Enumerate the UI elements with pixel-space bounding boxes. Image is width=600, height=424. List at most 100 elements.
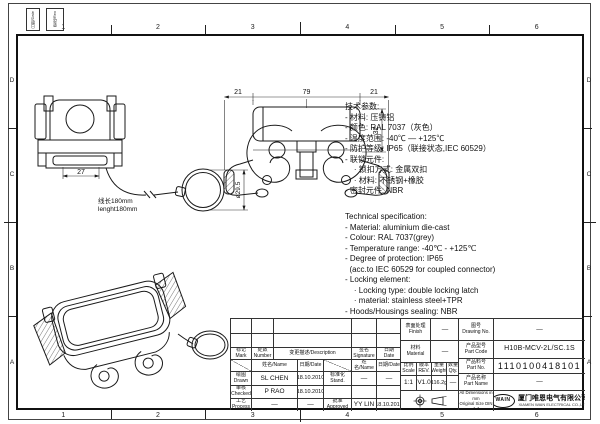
dim-text-79: 79 — [303, 89, 311, 96]
dimensions-note: All Dimensions in mm Original Size DIN A… — [459, 390, 493, 411]
part-no-label: 产品料号 Part No. — [459, 358, 493, 373]
zone-tick — [205, 410, 206, 419]
stand-empty — [323, 385, 351, 398]
zone-number: 5 — [440, 412, 444, 419]
subheader-name-left: 姓名/Name — [251, 359, 297, 371]
spec-lines-en: - Material: aluminium die-cast- Colour: … — [345, 223, 577, 318]
spec-title-en: Technical specification: — [345, 212, 427, 221]
company-cell: WAIN 厦门唯恩电气有限公司 XIAMEN WAIN ELECTRICAL C… — [493, 390, 585, 411]
rev-empty-cell — [251, 319, 273, 333]
spec-line: (acc.to IEC 60529 for coupled connector) — [345, 264, 496, 274]
part-no-value: 1110100418101 — [493, 358, 585, 373]
zone-number: 4 — [345, 24, 350, 31]
scale-label: 比例 Scale — [401, 362, 416, 374]
dim-text-21-left: 21 — [234, 89, 242, 96]
subheader-date-left: 日期/Date — [297, 359, 323, 371]
title-block-part-section: 图号 Drawing No. — 产品型号 Part Code H10B-MCV… — [458, 318, 585, 411]
rev-label: 版本 REV. — [416, 362, 431, 375]
material-value: — — [430, 340, 459, 362]
center-mark-right — [584, 222, 596, 223]
dim-32 — [362, 108, 386, 153]
zone-tick — [205, 25, 206, 34]
stand-empty — [351, 385, 376, 398]
title-block-revision-section: 标记 Mark 处数 Number 变更描述/Description 签名 Si… — [230, 318, 401, 411]
company-name-en: XIAMEN WAIN ELECTRICAL CO.,LTD — [518, 401, 586, 407]
zone-number: 3 — [250, 412, 255, 419]
corner-revision-box-date: 日期/Date — [26, 8, 40, 31]
zone-tick — [489, 25, 490, 34]
zone-letter: A — [9, 358, 15, 366]
rev-empty-cell — [231, 319, 251, 333]
zone-tick — [395, 25, 396, 34]
dim-21-79-21 — [224, 93, 389, 170]
drawing-no-label: 图号 Drawing No. — [462, 322, 490, 335]
rev-empty-cell — [251, 333, 273, 347]
stand-date: — — [376, 371, 401, 385]
approved-label: 批准 Approved — [323, 398, 351, 411]
spec-line: · material: stainless steel+TPR — [345, 296, 463, 305]
spec-lines-cn: - 材料: 压铸铝- 颜色: RAL 7037（灰色）- 温度范围: -40℃ … — [345, 113, 577, 197]
spec-line: - Degree of protection: IP65 — [345, 254, 444, 263]
finish-label: 表面处理 Finish — [405, 322, 426, 335]
spec-line: - 联锁元件: — [345, 154, 385, 164]
dim-text-32: 32 — [373, 127, 380, 135]
stand-empty — [376, 385, 401, 398]
process-date: — — [297, 398, 323, 411]
rev-empty-cell — [273, 333, 351, 347]
isometric-view — [33, 271, 229, 389]
corner-revision-box-rev: 更改/Rev — [46, 8, 64, 31]
first-angle-projection-icon — [413, 394, 426, 408]
top-view — [223, 99, 390, 198]
spec-line: - 温度范围: -40℃ — +125℃ — [345, 133, 445, 143]
approved-date: 18.10.2010 — [376, 398, 401, 411]
zone-number: 5 — [440, 24, 444, 31]
rev-empty-cell — [376, 319, 401, 333]
title-block-info-section: 表面处理 Finish — 材料 Material — 比例 Scale 版本 … — [400, 318, 459, 411]
zone-tick — [8, 316, 16, 317]
drawn-label: 绘图 Drawn — [231, 371, 251, 385]
projection-symbols-cell — [401, 390, 459, 411]
spec-line: - 防护等级: IP65（联接状态,IEC 60529） — [345, 144, 491, 153]
stand-label: 标准化 Stand. — [323, 371, 351, 385]
rev-header-signature: 签名 Signature — [351, 347, 376, 359]
drawn-name: SL CHEN — [251, 371, 297, 385]
part-code-label: 产品型号 Part Code — [459, 340, 493, 358]
zone-number: 2 — [156, 24, 160, 31]
cable-length-note: 线长180mm lenght180mm — [98, 198, 138, 213]
zone-number: 2 — [156, 412, 160, 419]
zone-letter: B — [586, 264, 592, 272]
zone-tick — [584, 316, 592, 317]
rev-header-number: 处数 Number — [251, 347, 273, 359]
dim-text-27: 27 — [77, 169, 85, 176]
tech-spec-english: Technical specification: - Material: alu… — [345, 212, 577, 317]
material-label: 材料 Material — [401, 340, 430, 362]
part-name-label: 产品名称 Part Name — [459, 373, 493, 390]
truncated-cone-icon — [431, 396, 447, 406]
dim-text-ring: ø29.5 — [235, 181, 242, 198]
drawn-date: 18.10.2010 — [297, 371, 323, 385]
zone-number: 6 — [534, 24, 539, 31]
zone-letter: A — [586, 358, 592, 366]
center-mark-bottom — [300, 410, 301, 422]
zone-number: 6 — [534, 412, 539, 419]
process-label: 工艺 Process — [231, 398, 251, 410]
checked-name: P RAO — [251, 385, 297, 398]
part-code-value: H10B-MCV-2L/SC.1S — [493, 340, 585, 358]
rev-value: V1.0 — [416, 375, 431, 390]
dim-27 — [62, 167, 100, 179]
rev-header-date: 日期 Date — [376, 347, 401, 359]
qty-label: 数量 Qty. — [446, 362, 459, 375]
zone-letter: C — [586, 170, 592, 178]
spec-line: - 密封元件: NBR — [345, 186, 404, 195]
part-name-value: — — [493, 373, 585, 390]
spec-line: - 材料: 压铸铝 — [345, 112, 395, 122]
wain-logo: WAIN — [494, 394, 515, 408]
checked-date: 18.10.2010 — [297, 385, 323, 398]
dim-text-21-right: 21 — [370, 89, 378, 96]
spec-line: - Colour: RAL 7037(grey) — [345, 233, 435, 242]
rev-empty-cell — [376, 333, 401, 347]
rev-empty-cell — [231, 333, 251, 347]
subheader-diag-cell — [231, 359, 251, 371]
